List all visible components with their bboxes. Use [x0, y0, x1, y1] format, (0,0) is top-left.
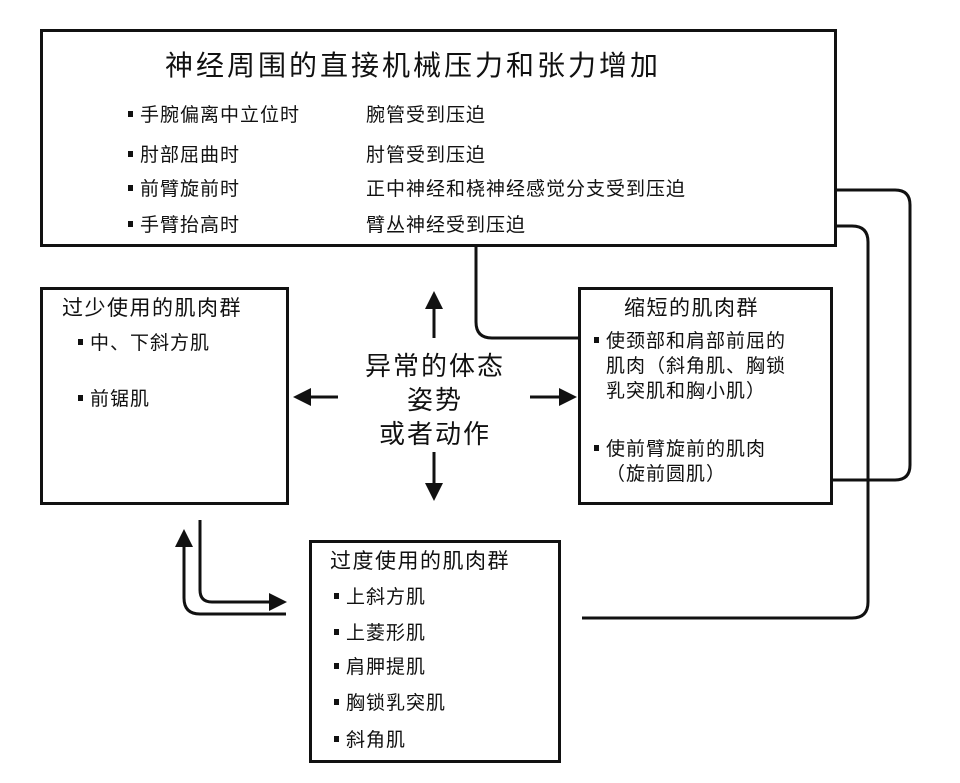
- underused-muscles-title: 过少使用的肌肉群: [62, 296, 242, 320]
- effect-item: 肘管受到压迫: [366, 144, 487, 166]
- muscle-item-continuation: 乳突肌和胸小肌）: [606, 380, 767, 402]
- mechanical-pressure-box: [40, 29, 837, 247]
- muscle-item-continuation: 肌肉（斜角肌、胸锁: [606, 355, 787, 377]
- overused-muscles-box: [309, 540, 561, 763]
- muscle-item: 斜角肌: [334, 731, 406, 750]
- cause-item: 手臂抬高时: [128, 216, 240, 235]
- shortened-muscles-title: 缩短的肌肉群: [624, 296, 759, 320]
- effect-item: 腕管受到压迫: [366, 104, 487, 126]
- cause-item: 手腕偏离中立位时: [128, 106, 300, 125]
- muscle-item: 上斜方肌: [334, 588, 426, 607]
- muscle-item: 上菱形肌: [334, 624, 426, 643]
- muscle-item-continuation: （旋前圆肌）: [606, 463, 727, 485]
- muscle-item: 前锯肌: [78, 390, 150, 409]
- muscle-item: 胸锁乳突肌: [334, 694, 446, 713]
- effect-item: 臂丛神经受到压迫: [366, 214, 527, 236]
- muscle-item: 中、下斜方肌: [78, 334, 210, 353]
- effect-item: 正中神经和桡神经感觉分支受到压迫: [366, 178, 687, 200]
- abnormal-posture-line-3: 或者动作: [378, 420, 491, 450]
- cause-item: 肘部屈曲时: [128, 146, 240, 165]
- connector-overused-to-underused: [175, 529, 286, 616]
- abnormal-posture-line-1: 异常的体态: [364, 352, 505, 382]
- connector-underused-to-overused: [198, 520, 287, 611]
- abnormal-posture-line-2: 姿势: [406, 386, 463, 416]
- muscle-item: 使前臂旋前的肌肉: [594, 440, 766, 459]
- muscle-item: 肩胛提肌: [334, 658, 426, 677]
- shortened-muscles-box: [578, 287, 833, 505]
- cause-item: 前臂旋前时: [128, 180, 240, 199]
- muscle-item: 使颈部和肩部前屈的: [594, 332, 786, 351]
- connector-shortened-to-top: [474, 246, 578, 340]
- overused-muscles-title: 过度使用的肌肉群: [330, 549, 510, 573]
- mechanical-pressure-title: 神经周围的直接机械压力和张力增加: [165, 49, 662, 82]
